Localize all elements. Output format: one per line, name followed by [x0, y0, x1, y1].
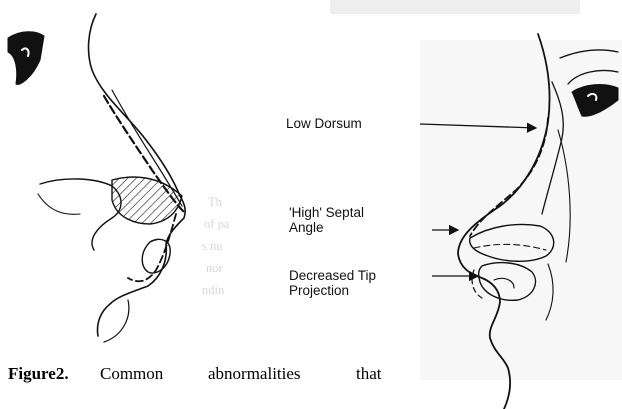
caption-word: Common	[100, 364, 163, 384]
label-decreased-tip-projection: Decreased Tip Projection	[289, 268, 376, 298]
left-nose-profile	[8, 14, 185, 342]
label-low-dorsum: Low Dorsum	[286, 116, 362, 131]
figure-number: Figure2.	[8, 364, 69, 384]
label-high-septal-angle-line1: 'High' Septal	[289, 205, 364, 220]
label-decreased-tip-projection-line2: Projection	[289, 283, 376, 298]
page-shade-top	[330, 0, 580, 14]
label-high-septal-angle-line2: Angle	[289, 220, 364, 235]
left-eye-icon	[8, 32, 44, 85]
left-profile-line	[89, 14, 186, 336]
caption-word: that	[356, 364, 382, 384]
label-decreased-tip-projection-line1: Decreased Tip	[289, 268, 376, 283]
left-hatched-septum	[112, 177, 182, 224]
label-high-septal-angle: 'High' Septal Angle	[289, 205, 364, 235]
caption-word: abnormalities	[208, 364, 301, 384]
